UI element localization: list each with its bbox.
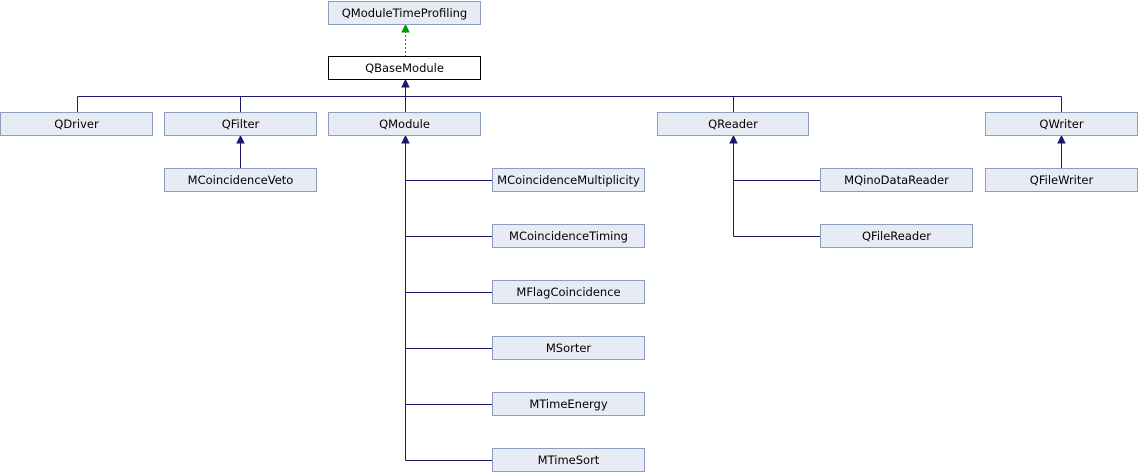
node-label: QFilter xyxy=(221,117,260,131)
node-qreader[interactable]: QReader xyxy=(657,112,809,136)
node-label: QFileWriter xyxy=(1029,173,1094,187)
node-label: MTimeSort xyxy=(537,453,600,467)
node-qmoduletimeprofiling[interactable]: QModuleTimeProfiling xyxy=(328,1,481,25)
node-mflagcoincidence[interactable]: MFlagCoincidence xyxy=(492,280,645,304)
node-mcoincidencetiming[interactable]: MCoincidenceTiming xyxy=(492,224,645,248)
node-label: QModuleTimeProfiling xyxy=(341,6,468,20)
node-label: QReader xyxy=(708,117,758,131)
node-qfilter[interactable]: QFilter xyxy=(164,112,317,136)
node-msorter[interactable]: MSorter xyxy=(492,336,645,360)
node-qfilewriter[interactable]: QFileWriter xyxy=(985,168,1138,192)
node-label: MCoincidenceVeto xyxy=(187,173,294,187)
node-label: QFileReader xyxy=(862,229,931,243)
node-mcoincidenceveto[interactable]: MCoincidenceVeto xyxy=(164,168,317,192)
node-qbasemodule: QBaseModule xyxy=(328,56,481,80)
node-label: MSorter xyxy=(545,341,592,355)
node-label: MQinoDataReader xyxy=(844,173,949,187)
inheritance-arrowhead-filter xyxy=(236,134,245,144)
node-label: MCoincidenceMultiplicity xyxy=(497,173,640,187)
inheritance-arrowhead-base xyxy=(401,78,410,88)
node-mcoincidencemultiplicity[interactable]: MCoincidenceMultiplicity xyxy=(492,168,645,192)
node-qmodule[interactable]: QModule xyxy=(328,112,481,136)
node-mqinodatareader[interactable]: MQinoDataReader xyxy=(820,168,973,192)
node-label: MCoincidenceTiming xyxy=(509,229,628,243)
node-label: MFlagCoincidence xyxy=(516,285,621,299)
node-label: QDriver xyxy=(54,117,99,131)
node-label: QModule xyxy=(379,117,430,131)
node-label: QWriter xyxy=(1039,117,1084,131)
node-mtimesort[interactable]: MTimeSort xyxy=(492,448,645,472)
inheritance-arrowhead-reader xyxy=(729,134,738,144)
node-label: QBaseModule xyxy=(365,61,444,75)
node-qdriver[interactable]: QDriver xyxy=(0,112,153,136)
node-qfilereader[interactable]: QFileReader xyxy=(820,224,973,248)
inheritance-arrowhead-module xyxy=(401,134,410,144)
usage-arrowhead-profiling xyxy=(401,23,410,33)
node-mtimeenergy[interactable]: MTimeEnergy xyxy=(492,392,645,416)
node-qwriter[interactable]: QWriter xyxy=(985,112,1138,136)
node-label: MTimeEnergy xyxy=(529,397,608,411)
inheritance-arrowhead-writer xyxy=(1057,134,1066,144)
